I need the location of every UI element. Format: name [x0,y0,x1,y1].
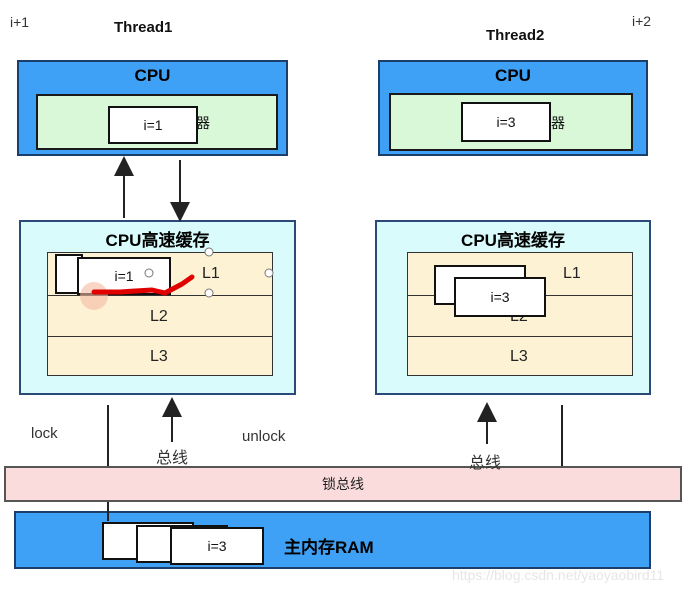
thread1-label: Thread1 [114,19,173,36]
bus-left-label: 总线 [156,450,189,467]
cpu2-register-suffix: 器 [551,115,565,131]
cpu1-box: CPU 器 i=1 [17,60,288,156]
cpu1-register: 器 i=1 [36,94,278,150]
unlock-label: unlock [242,428,286,445]
cache1-l3-label: L3 [150,348,168,365]
selection-handle-bottom [204,288,214,298]
cpu1-title: CPU [134,66,171,85]
i-plus-1-label: i+1 [10,14,30,30]
bus-right-label: 总线 [469,455,502,472]
cache1-l1-label: L1 [202,265,220,282]
cpu2-value-box: i=3 [461,102,551,142]
ram-title: 主内存RAM [284,538,374,557]
cpu1-register-suffix: 器 [196,115,210,131]
cache2-value-box: i=3 [454,277,546,317]
annotation-highlight [80,282,108,310]
cpu2-title: CPU [495,66,531,85]
lock-label: lock [31,425,58,442]
cache2-box: CPU高速缓存 L1 L2 L3 i=3 [375,220,651,395]
cache2-title: CPU高速缓存 [461,231,565,250]
annotation-red-stroke [91,274,195,296]
cache1-title: CPU高速缓存 [105,231,210,250]
ram-value-box: i=3 [170,527,264,565]
cpu1-value-box: i=1 [108,106,198,144]
selection-handle-top [204,247,214,257]
selection-handle-right [264,268,274,278]
selection-handle-left [144,268,154,278]
cache2-l3-label: L3 [510,348,528,365]
cache2-l1-label: L1 [563,265,581,282]
cpu2-box: CPU 器 i=3 [378,60,648,156]
cpu2-register: 器 i=3 [389,93,633,151]
cache1-box: CPU高速缓存 L1 L2 L3 i=1 [19,220,296,395]
watermark: https://blog.csdn.net/yaoyaobird11 [452,567,665,583]
cache2-l3: L3 [407,336,633,376]
i-plus-2-label: i+2 [632,13,652,29]
cache1-l3: L3 [47,336,273,376]
thread2-label: Thread2 [486,27,545,44]
cache1-l2-label: L2 [150,308,168,325]
ram-box: i=3 主内存RAM [14,511,651,569]
lock-bus-bar: 锁总线 [4,466,682,502]
